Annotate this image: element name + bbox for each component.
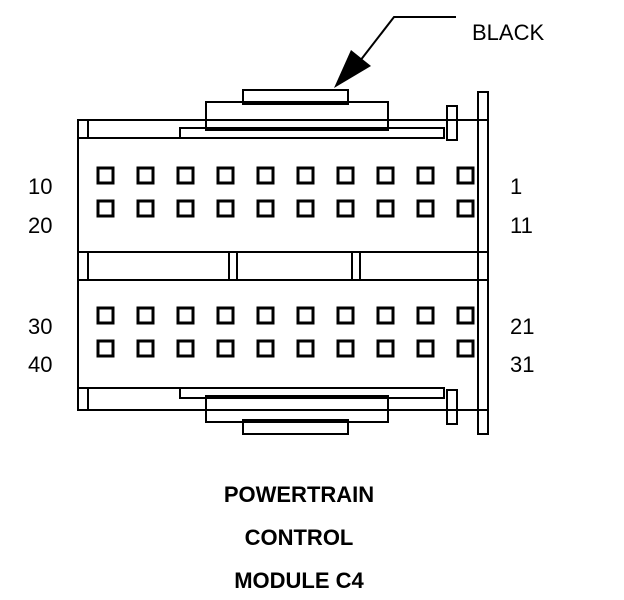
pin-cavity xyxy=(176,166,195,185)
pin-label-20: 20 xyxy=(28,213,53,238)
title-line-3: MODULE C4 xyxy=(234,568,364,593)
callout-leader xyxy=(352,16,456,71)
pin-cavity xyxy=(376,199,395,218)
top-latch-outer xyxy=(205,101,389,131)
housing-outer xyxy=(77,119,489,411)
pin-cavity xyxy=(216,199,235,218)
pin-cavity xyxy=(456,339,475,358)
pin-cavity xyxy=(336,199,355,218)
top-latch-inner xyxy=(242,89,349,105)
right-tab-top xyxy=(446,105,458,141)
pin-cavity xyxy=(336,166,355,185)
pin-cavity xyxy=(136,306,155,325)
right-rail xyxy=(477,91,489,435)
bottom-latch-outer xyxy=(205,395,389,423)
pin-cavity xyxy=(416,306,435,325)
pin-cavity xyxy=(376,166,395,185)
pin-cavity xyxy=(296,166,315,185)
pin-cavity xyxy=(256,199,275,218)
pin-cavity xyxy=(176,339,195,358)
pin-label-10: 10 xyxy=(28,174,53,199)
pin-cavity xyxy=(136,339,155,358)
pin-cavity xyxy=(296,339,315,358)
pin-cavity xyxy=(216,306,235,325)
title-line-1: POWERTRAIN xyxy=(223,482,375,507)
pin-cavity xyxy=(216,339,235,358)
pin-label-30: 30 xyxy=(28,314,53,339)
pin-label-21: 21 xyxy=(510,314,535,339)
pin-cavity xyxy=(96,166,115,185)
pin-cavity xyxy=(336,306,355,325)
right-tab-bottom xyxy=(446,389,458,425)
pin-cavity xyxy=(296,199,315,218)
wire-color-label: BLACK xyxy=(472,20,545,45)
pin-cavity xyxy=(96,306,115,325)
pin-cavity xyxy=(416,199,435,218)
pin-cavity xyxy=(456,166,475,185)
title-line-2: CONTROL xyxy=(244,525,354,550)
pin-cavity xyxy=(336,339,355,358)
pin-cavity xyxy=(376,339,395,358)
pin-cavity xyxy=(256,339,275,358)
pin-cavity xyxy=(176,306,195,325)
bottom-latch-inner xyxy=(242,419,349,435)
pin-cavity xyxy=(136,166,155,185)
pin-label-11: 11 xyxy=(510,213,533,238)
callout-arrowhead xyxy=(334,50,371,88)
pin-cavity xyxy=(416,166,435,185)
pin-cavity xyxy=(256,306,275,325)
middle-divider xyxy=(77,251,489,281)
pin-label-31: 31 xyxy=(510,352,535,377)
pin-cavity xyxy=(256,166,275,185)
pin-cavity xyxy=(376,306,395,325)
pin-label-40: 40 xyxy=(28,352,53,377)
pin-cavity xyxy=(456,306,475,325)
pin-cavity xyxy=(176,199,195,218)
pin-cavity xyxy=(96,339,115,358)
pin-cavity xyxy=(216,166,235,185)
pin-cavity xyxy=(136,199,155,218)
pin-cavity xyxy=(96,199,115,218)
pin-cavity xyxy=(416,339,435,358)
pin-label-1: 1 xyxy=(510,174,523,199)
pin-cavity xyxy=(296,306,315,325)
pin-cavity xyxy=(456,199,475,218)
